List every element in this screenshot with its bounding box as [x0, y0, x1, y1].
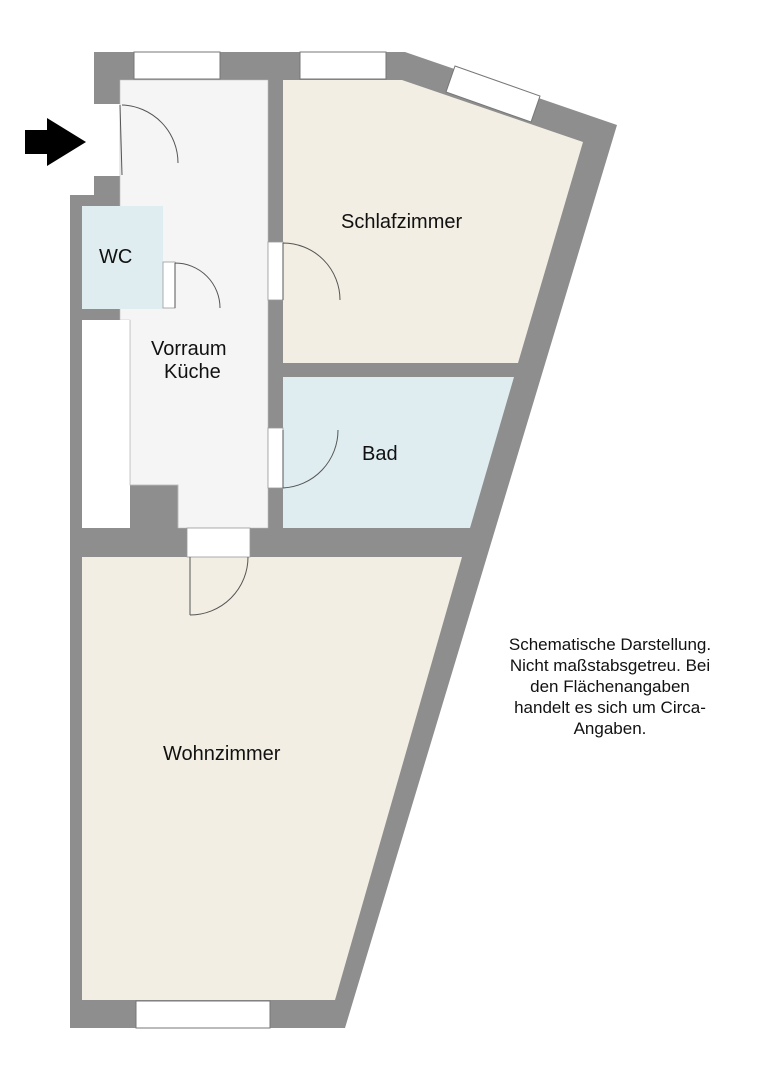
window	[299, 51, 387, 80]
note-line: Nicht maßstabsgetreu. Bei	[509, 656, 711, 675]
label-kueche: Küche	[164, 361, 221, 383]
label-bad: Bad	[362, 443, 398, 465]
note-line: handelt es sich um Circa-	[514, 698, 706, 717]
entrance-opening	[94, 104, 122, 176]
disclaimer-note: Schematische Darstellung. Nicht maßstabs…	[480, 634, 740, 739]
doors	[119, 104, 341, 616]
label-wc: WC	[99, 246, 132, 268]
entrance-door	[119, 104, 179, 176]
wohnzimmer-door	[189, 556, 249, 616]
note-line: Angaben.	[573, 719, 647, 738]
room-wohnzimmer	[82, 557, 462, 1000]
entrance-arrow-icon	[25, 118, 86, 166]
window	[445, 65, 541, 123]
room-wc	[82, 206, 163, 309]
windows	[133, 51, 541, 1029]
room-unlabeled-white	[82, 320, 130, 528]
room-schlafzimmer	[283, 80, 583, 363]
window	[133, 51, 221, 80]
room-bad	[283, 377, 514, 528]
schlafzimmer-door	[282, 242, 341, 301]
note-line: den Flächenangaben	[530, 677, 690, 696]
note-line: Schematische Darstellung.	[508, 635, 712, 654]
window	[135, 1000, 271, 1029]
bad-door	[282, 429, 339, 489]
wc-door	[174, 262, 221, 309]
label-schlafzimmer: Schlafzimmer	[341, 211, 462, 233]
label-vorraum: Vorraum	[151, 338, 227, 360]
label-wohnzimmer: Wohnzimmer	[163, 743, 281, 765]
